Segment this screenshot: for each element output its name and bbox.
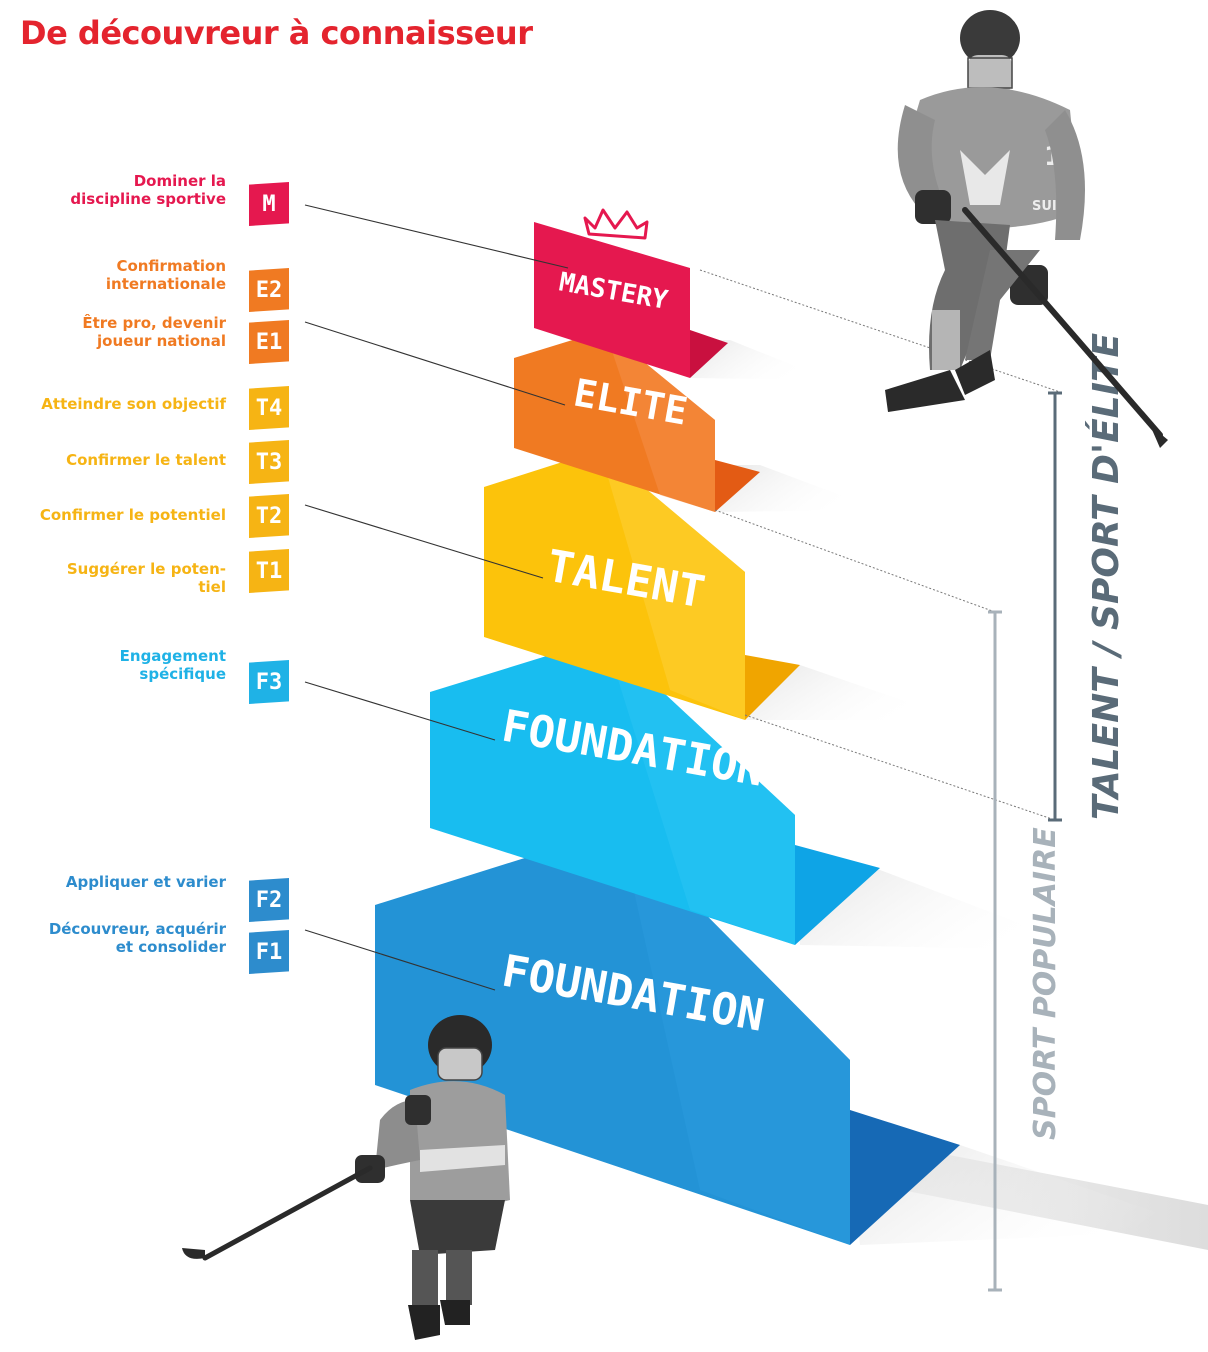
stage-label-line: Confirmer le talent [66, 451, 226, 469]
dotted-line-talent [714, 509, 996, 613]
block-foundation-1-face [375, 828, 850, 1245]
stage-badge-t3: T3 [249, 440, 289, 484]
block-mastery-face [534, 222, 690, 378]
block-mastery-floor [690, 330, 728, 378]
stage-label-line: internationale [105, 275, 226, 293]
stage-label-line: Suggérer le poten- [66, 560, 226, 578]
dotted-line-foundation [744, 714, 1056, 821]
block-foundation-1-floor [850, 1110, 960, 1245]
stage-badge-f3: F3 [249, 660, 289, 704]
block-foundation-2-floor [795, 845, 880, 945]
stage-label-line: Confirmer le potentiel [39, 506, 226, 524]
stage-badge-f2: F2 [249, 878, 289, 922]
block-foundation-1-side [620, 828, 850, 1245]
stage-badge-e1: E1 [249, 320, 289, 364]
stage-label-t3: Confirmer le talent [66, 451, 226, 469]
stage-label-f2: Appliquer et varier [66, 873, 226, 891]
foundation-1-shadow [850, 1145, 1208, 1245]
stage-badge-t2: T2 [249, 494, 289, 538]
connector-talent [304, 504, 544, 579]
stage-label-line: Être pro, devenir [82, 314, 226, 332]
bracket-popular [988, 610, 1002, 1292]
kid-player-image [182, 1015, 510, 1340]
stage-badge-e2: E2 [249, 268, 289, 312]
bracket-elite-label: TALENT / SPORT D'ÉLITE [1085, 332, 1127, 820]
connector-elite [304, 321, 566, 406]
stage-label-line: discipline sportive [70, 190, 226, 208]
stage-label-line: joueur national [97, 332, 226, 350]
dotted-lines [699, 269, 1061, 821]
connector-mastery [304, 204, 569, 269]
block-foundation-2: FOUNDATION [430, 638, 880, 945]
block-talent: TALENT [484, 450, 800, 720]
stage-label-line: Engagement [119, 647, 226, 665]
stage-label-line: Atteindre son objectif [41, 395, 226, 413]
block-foundation-1: FOUNDATION [375, 828, 960, 1245]
connector-foundation-2 [304, 681, 496, 741]
elite-shadow [715, 465, 880, 512]
block-foundation-2-side [605, 638, 795, 945]
stage-label-line: Découvreur, acquérir [48, 920, 226, 938]
stage-badge-t4: T4 [249, 386, 289, 430]
bracket-popular-label: SPORT POPULAIRE [1028, 827, 1063, 1140]
pro-player-image: 18 SUISSE [885, 10, 1168, 448]
stage-badge-f1: F1 [249, 930, 289, 974]
foundation-2-shadow [795, 870, 1090, 950]
connector-lines [304, 204, 569, 991]
block-talent-side [600, 450, 745, 720]
stage-badge-m: M [249, 182, 289, 226]
block-mastery: MASTERY [534, 208, 728, 378]
block-elite-face [514, 330, 715, 512]
dotted-line-top [699, 269, 1061, 393]
bracket-elite [1048, 391, 1062, 822]
talent-shadow [745, 665, 960, 720]
block-talent-face [484, 450, 745, 720]
block-elite-side [605, 330, 715, 512]
crown-icon [583, 208, 649, 240]
stage-badge-t1: T1 [249, 549, 289, 593]
stage-label-line: Confirmation [116, 257, 226, 275]
stage-label-line: Dominer la [133, 172, 226, 190]
stage-label-line: tiel [198, 578, 226, 596]
block-elite-floor [715, 460, 760, 512]
stage-label-t2: Confirmer le potentiel [40, 506, 226, 524]
stage-label-t1: Suggérer le poten-tiel [67, 560, 226, 596]
stage-label-line: Appliquer et varier [65, 873, 226, 891]
block-talent-floor [745, 655, 800, 720]
block-foundation-2-face [430, 638, 795, 945]
stage-label-line: et consolider [115, 938, 226, 956]
mastery-shadow [690, 340, 830, 380]
stage-label-t4: Atteindre son objectif [41, 395, 226, 413]
stage-label-line: spécifique [139, 665, 226, 683]
page-title: De découvreur à connaisseur [20, 14, 533, 52]
connector-foundation-1 [304, 929, 496, 991]
